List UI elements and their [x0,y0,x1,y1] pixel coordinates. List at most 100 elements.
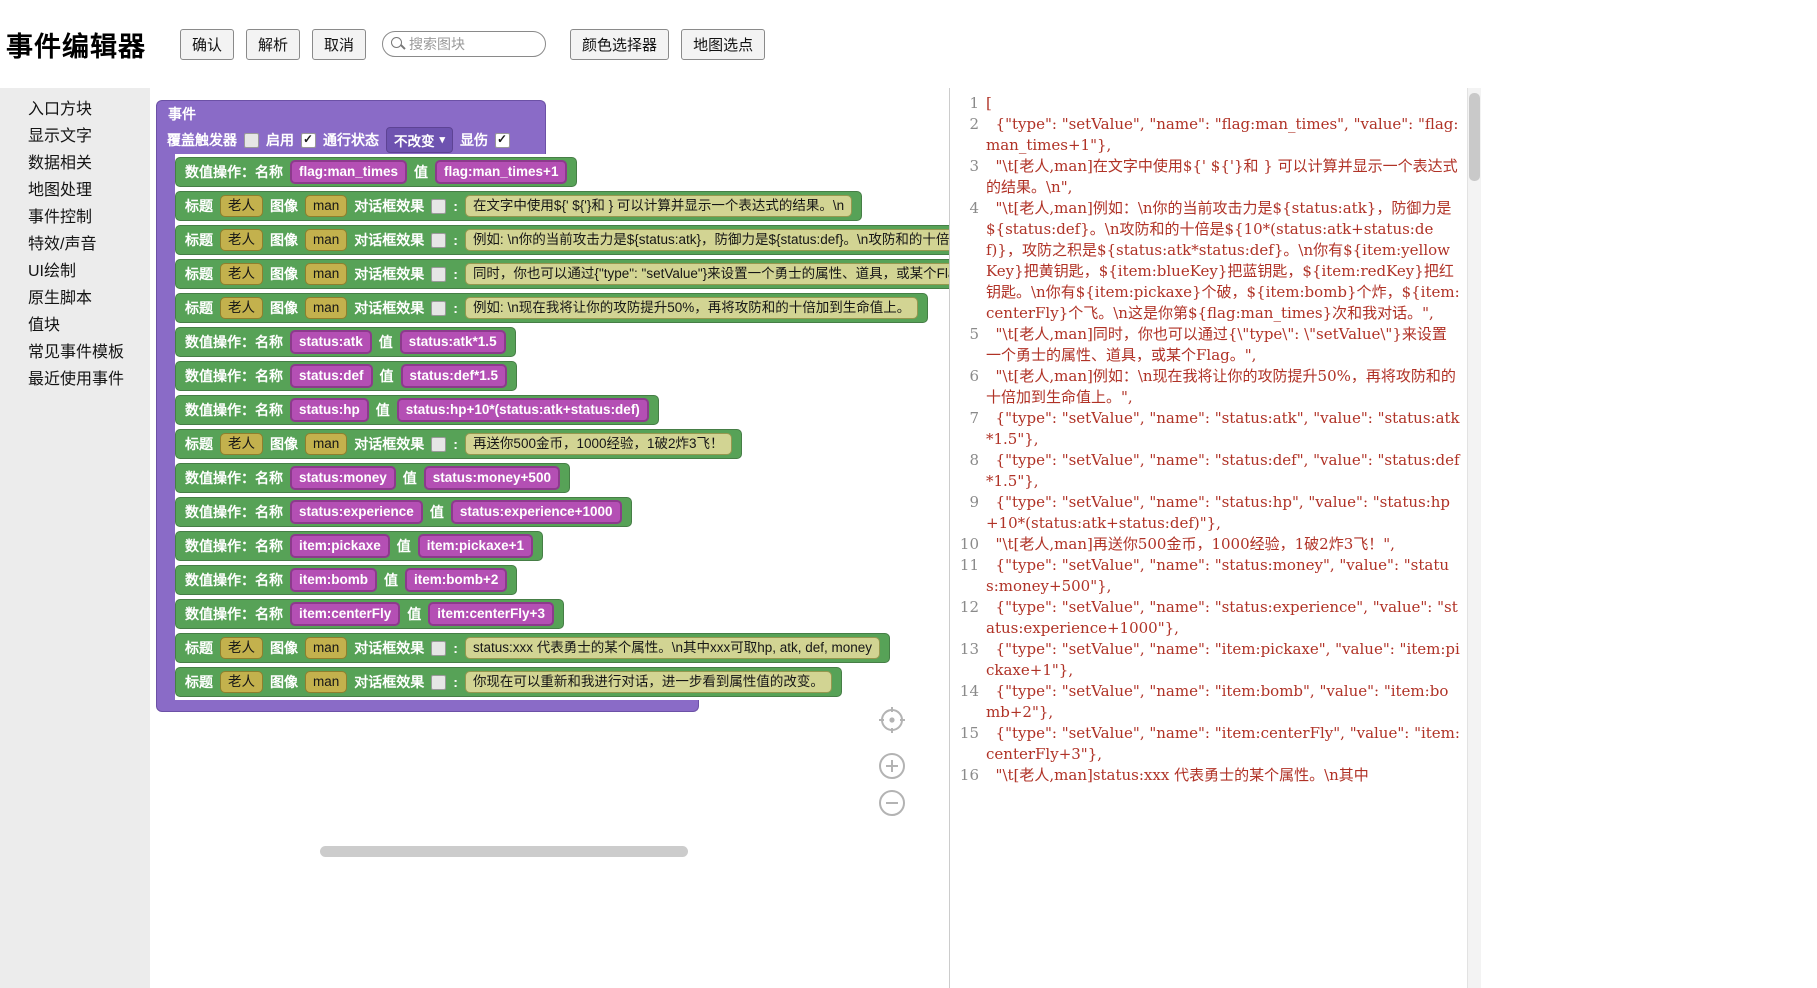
value-field[interactable]: status:hp+10*(status:atk+status:def) [396,398,649,422]
zoom-out-button[interactable] [878,789,906,817]
color-picker-button[interactable]: 颜色选择器 [570,28,670,60]
text-field[interactable]: 再送你500金币，1000经验，1破2炸3飞！ [464,433,732,455]
image-field[interactable]: man [305,637,348,659]
image-field[interactable]: man [305,195,348,217]
code-text[interactable]: [ [986,94,992,112]
zoom-in-button[interactable] [878,752,906,780]
name-field[interactable]: status:atk [290,330,372,354]
sidebar-item[interactable]: 事件控制 [28,209,93,226]
value-field[interactable]: status:atk*1.5 [399,330,506,354]
value-field[interactable]: status:def*1.5 [400,364,508,388]
effect-checkbox[interactable] [431,436,447,452]
image-field[interactable]: man [305,263,348,285]
title-field[interactable]: 老人 [220,297,263,319]
value-field[interactable]: status:experience+1000 [450,500,622,524]
sidebar-item[interactable]: 数据相关 [28,155,93,172]
title-field[interactable]: 老人 [220,433,263,455]
image-field[interactable]: man [305,229,348,251]
enable-checkbox[interactable] [301,132,316,148]
name-field[interactable]: status:money [290,466,396,490]
code-text[interactable]: "\t[老人,man]在文字中使用${' ${'}和 } 可以计算并显示一个表达… [986,157,1458,196]
code-text[interactable]: "\t[老人,man]同时，你也可以通过{\"type\": \"setValu… [986,325,1447,364]
code-text[interactable]: "\t[老人,man]再送你500金币，1000经验，1破2炸3飞！", [986,535,1395,553]
title-field[interactable]: 老人 [220,637,263,659]
sidebar-item[interactable]: 显示文字 [28,128,93,145]
sidebar-item[interactable]: 入口方块 [28,101,93,118]
name-field[interactable]: item:centerFly [290,602,401,626]
effect-checkbox[interactable] [431,266,447,282]
effect-checkbox[interactable] [431,300,447,316]
code-editor[interactable]: 1[2 {"type": "setValue", "name": "flag:m… [951,88,1482,988]
effect-checkbox[interactable] [431,674,447,690]
event-block-title[interactable]: 事件 [156,100,546,126]
horizontal-scrollbar[interactable] [320,846,688,857]
text-field[interactable]: 你现在可以重新和我进行对话，进一步看到属性值的改变。 [464,671,832,693]
title-field[interactable]: 老人 [220,263,263,285]
value-field[interactable]: item:bomb+2 [405,568,508,592]
confirm-button[interactable]: 确认 [180,28,235,60]
name-field[interactable]: status:experience [290,500,423,524]
text-field[interactable]: status:xxx 代表勇士的某个属性。\n其中xxx可取hp, atk, d… [464,637,881,659]
code-text[interactable]: {"type": "setValue", "name": "status:mon… [986,556,1450,595]
effect-checkbox[interactable] [431,232,447,248]
name-field[interactable]: status:def [290,364,373,388]
code-text[interactable]: {"type": "setValue", "name": "status:def… [986,451,1460,490]
code-text[interactable]: {"type": "setValue", "name": "item:cente… [986,724,1460,763]
value-field[interactable]: item:pickaxe+1 [417,534,533,558]
image-field[interactable]: man [305,433,348,455]
sidebar-item[interactable]: 值块 [28,317,61,334]
title-field[interactable]: 老人 [220,229,263,251]
text-field[interactable]: 例如: \n现在我将让你的攻防提升50%，再将攻防和的十倍加到生命值上。 [464,297,919,319]
vertical-scrollbar[interactable] [1467,88,1481,988]
text-field[interactable]: 例如: \n你的当前攻击力是${status:atk}，防御力是${status… [464,229,949,251]
code-text[interactable]: {"type": "setValue", "name": "item:picka… [986,640,1460,679]
blockly-workspace[interactable]: 事件 覆盖触发器 启用 通行状态 不改变 ▾ 显伤 数值操作：名称flag:ma… [150,88,950,988]
image-field[interactable]: man [305,297,348,319]
parse-button[interactable]: 解析 [246,28,301,60]
cancel-button[interactable]: 取消 [312,28,367,60]
pass-status-dropdown[interactable]: 不改变 ▾ [386,127,454,153]
name-field[interactable]: status:hp [290,398,369,422]
code-text[interactable]: {"type": "setValue", "name": "flag:man_t… [986,115,1459,154]
map-pick-button[interactable]: 地图选点 [681,28,766,60]
sidebar-item[interactable]: 原生脚本 [28,290,93,307]
title-field[interactable]: 老人 [220,671,263,693]
code-text[interactable]: "\t[老人,man]例如：\n现在我将让你的攻防提升50%，再将攻防和的十倍加… [986,367,1456,406]
trigger-checkbox[interactable] [244,132,259,148]
text-field[interactable]: 同时，你也可以通过{"type": "setValue"}来设置一个勇士的属性、… [464,263,949,285]
value-field[interactable]: item:centerFly+3 [428,602,554,626]
sidebar-item[interactable]: 最近使用事件 [28,371,125,388]
name-field[interactable]: item:bomb [290,568,377,592]
scrollbar-thumb[interactable] [1469,93,1480,181]
value-field[interactable]: flag:man_times+1 [435,160,568,184]
image-field[interactable]: man [305,671,348,693]
name-field[interactable]: item:pickaxe [290,534,390,558]
code-text[interactable]: "\t[老人,man]例如：\n你的当前攻击力是${status:atk}，防御… [986,199,1460,322]
code-text[interactable]: {"type": "setValue", "name": "status:hp"… [986,493,1451,532]
text-field[interactable]: 在文字中使用${' ${'}和 } 可以计算并显示一个表达式的结果。\n [464,195,853,217]
event-block[interactable]: 事件 覆盖触发器 启用 通行状态 不改变 ▾ 显伤 数值操作：名称flag:ma… [156,100,949,712]
search-input[interactable] [382,31,547,57]
value-field[interactable]: status:money+500 [423,466,560,490]
name-field[interactable]: flag:man_times [290,160,408,184]
sidebar-item[interactable]: 特效/声音 [28,236,97,253]
code-text[interactable]: {"type": "setValue", "name": "item:bomb"… [986,682,1449,721]
effect-checkbox[interactable] [431,640,447,656]
effect-checkbox[interactable] [431,198,447,214]
title-field[interactable]: 老人 [220,195,263,217]
sidebar-item[interactable]: 常见事件模板 [28,344,125,361]
code-text[interactable]: "\t[老人,man]status:xxx 代表勇士的某个属性。\n其中 [986,766,1369,784]
